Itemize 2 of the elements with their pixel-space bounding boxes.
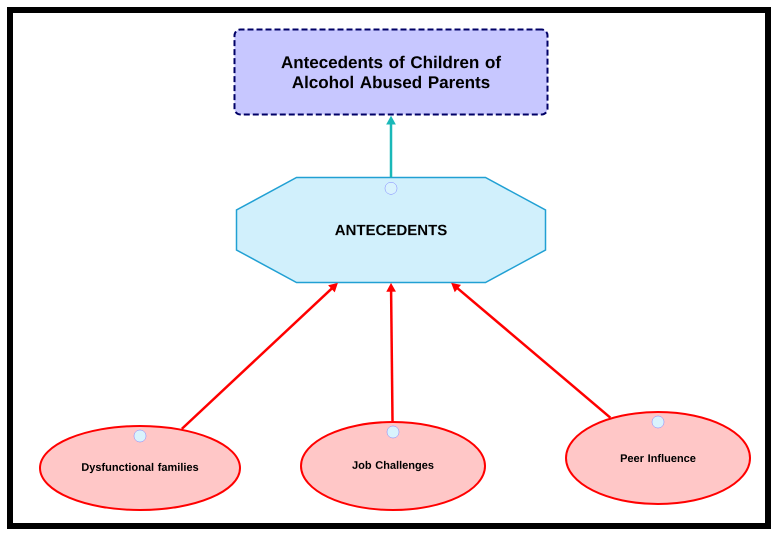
octagon: ANTECEDENTS <box>236 176 546 284</box>
title-box: Antecedents of Children of Alcohol Abused Parents <box>234 28 548 116</box>
